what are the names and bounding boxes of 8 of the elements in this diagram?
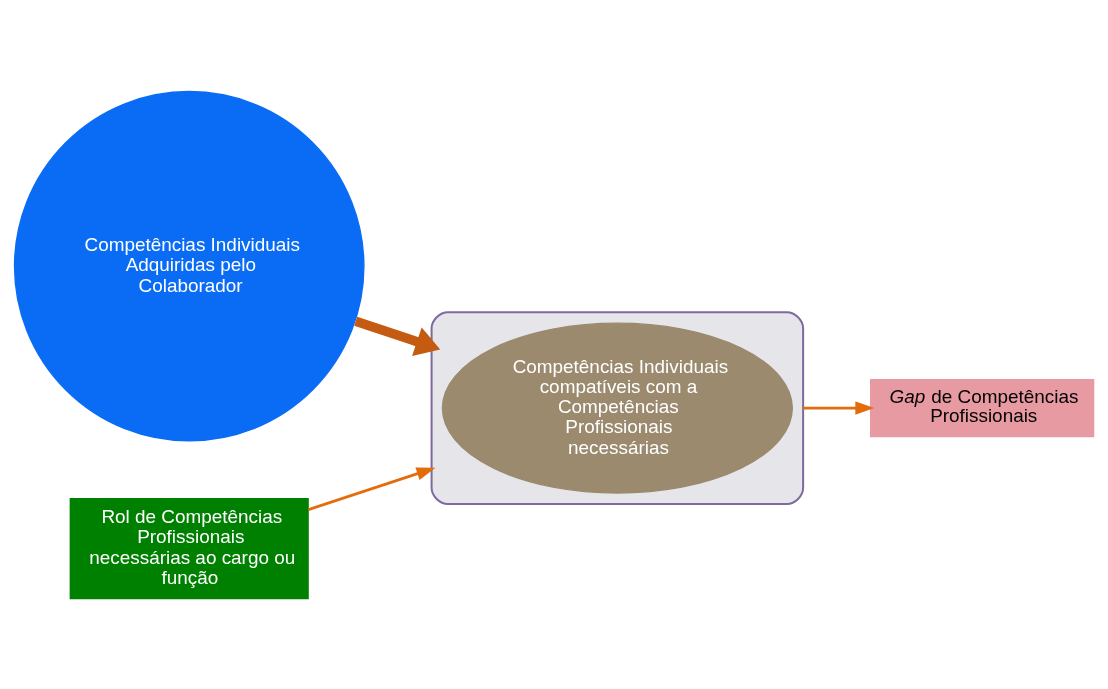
arrow bbox=[803, 400, 875, 415]
arrow bbox=[308, 466, 436, 511]
node-box: Gap de Competências Profissionais bbox=[870, 378, 1095, 437]
node-ellipse: Competências Individuais compatíveis com a Competências Profissionais necessárias bbox=[441, 321, 793, 494]
cluster bbox=[430, 310, 805, 505]
node-box: Rol de Competências Profissionais necessárias ao cargo ou função bbox=[69, 497, 309, 599]
arrow bbox=[354, 316, 441, 356]
node-circle: Competências Individuais Adquiridas pelo Colaborador bbox=[13, 90, 365, 442]
